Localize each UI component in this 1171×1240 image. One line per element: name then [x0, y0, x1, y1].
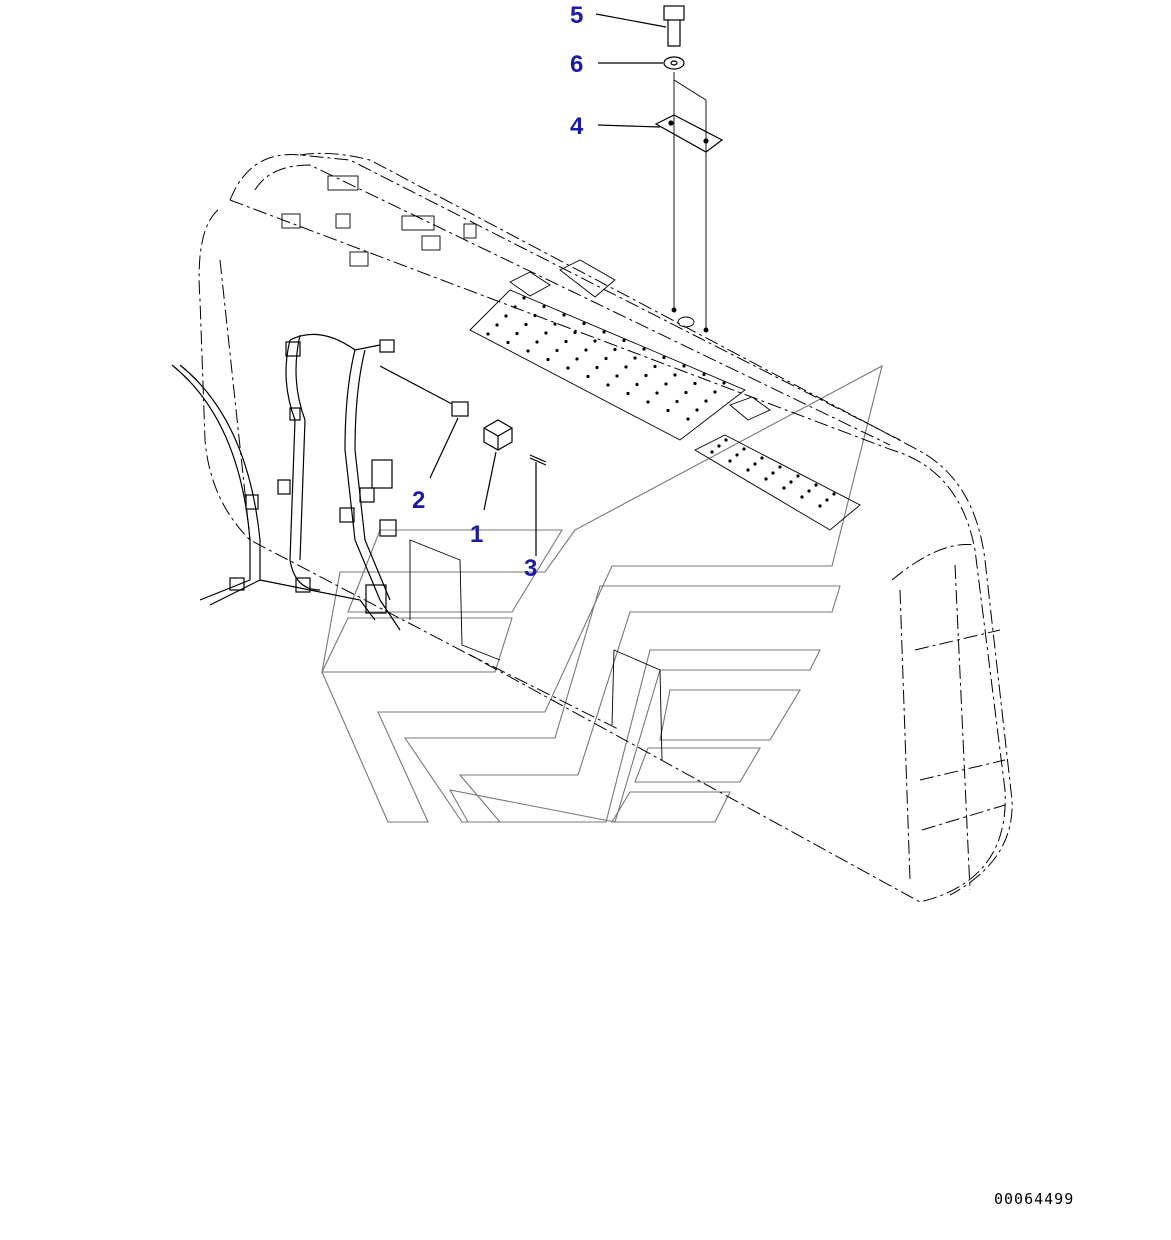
- perforation-dot: [722, 381, 726, 385]
- tank-body: [198, 152, 1013, 903]
- perforation-dot: [710, 450, 714, 454]
- perforation-dot: [686, 417, 690, 421]
- perforation-dot: [778, 465, 782, 469]
- perforation-dot: [606, 383, 610, 387]
- perforation-dot: [666, 408, 670, 413]
- perforation-dot: [717, 444, 721, 448]
- perforation-dot: [644, 373, 648, 378]
- perforation-dot: [595, 365, 599, 370]
- plate-part: [654, 114, 724, 153]
- perforation-dot: [604, 356, 608, 361]
- perforation-dot: [526, 349, 530, 353]
- perforation-dot: [553, 322, 557, 326]
- callout-washer: 6: [570, 51, 583, 78]
- perforation-dot: [546, 357, 550, 362]
- perforated-plates: [469, 289, 861, 531]
- perforation-dot: [535, 340, 539, 344]
- access-panels: [409, 539, 663, 761]
- perforation-dot: [522, 296, 526, 300]
- callout-bolt: 5: [570, 2, 583, 29]
- perforation-dot: [542, 304, 546, 309]
- perforation-dot: [513, 305, 517, 309]
- perforation-dot: [753, 462, 757, 466]
- perforation-dot: [642, 347, 646, 351]
- callout-plate: 4: [570, 113, 584, 140]
- perforation-dot: [622, 338, 626, 343]
- callout-clip: 2: [412, 487, 425, 514]
- drawing-number: 00064499: [994, 1190, 1074, 1208]
- perforation-dot: [626, 391, 630, 396]
- perforation-dot: [675, 399, 679, 404]
- wire-harness: [171, 333, 401, 631]
- perforation-dot: [586, 374, 590, 379]
- perforation-dot: [702, 372, 706, 377]
- perforation-dot: [533, 313, 537, 318]
- perforation-dot: [664, 382, 668, 386]
- perforation-dot: [504, 314, 508, 318]
- perforation-dot: [566, 366, 570, 370]
- perforation-dot: [515, 331, 519, 336]
- perforation-dot: [562, 313, 566, 317]
- watermark-logo: [321, 364, 883, 823]
- perforation-dot: [728, 459, 732, 463]
- perforation-dot: [789, 480, 793, 484]
- leader-lines: [429, 13, 667, 556]
- perforation-dot: [800, 495, 804, 499]
- perforation-dot: [582, 321, 586, 326]
- perforation-dot: [555, 348, 559, 353]
- perforation-dot: [695, 408, 699, 412]
- perforation-dot: [573, 330, 577, 335]
- perforation-dot: [782, 486, 786, 490]
- clip-part: [379, 365, 469, 417]
- perforation-dot: [544, 331, 548, 335]
- perforation-dot: [825, 498, 829, 502]
- perforation-dot: [495, 323, 499, 327]
- perforation-dot: [746, 468, 750, 472]
- pin-part: [529, 454, 547, 466]
- perforation-dot: [506, 340, 510, 345]
- perforation-dot: [807, 489, 811, 493]
- perforation-dot: [814, 483, 818, 487]
- bolt-part: [663, 5, 685, 47]
- callout-pin: 3: [524, 555, 537, 582]
- perforation-dot: [655, 391, 659, 395]
- callout-labels: 5 6 4 2 1 3: [412, 2, 584, 582]
- perforation-dot: [673, 373, 677, 377]
- perforation-dot: [653, 364, 657, 369]
- perforation-dot: [704, 399, 708, 403]
- perforation-dot: [771, 471, 775, 475]
- callout-block: 1: [470, 521, 483, 548]
- perforation-dot: [724, 438, 728, 442]
- perforation-dot: [742, 447, 746, 451]
- perforation-dot: [735, 453, 739, 457]
- perforation-dot: [593, 339, 597, 343]
- perforation-dot: [760, 456, 764, 460]
- perforation-dot: [602, 330, 606, 334]
- perforation-dot: [682, 364, 686, 368]
- perforation-dot: [584, 348, 588, 352]
- perforation-dot: [615, 374, 619, 378]
- perforation-dot: [832, 492, 836, 496]
- block-part: [483, 419, 513, 451]
- top-fittings: [281, 175, 771, 421]
- perforation-dot: [564, 339, 568, 344]
- perforation-dot: [633, 356, 637, 360]
- perforation-dot: [818, 504, 822, 508]
- perforation-dot: [486, 332, 490, 336]
- perforation-dot: [524, 322, 528, 327]
- perforation-dot: [613, 347, 617, 352]
- perforation-dot: [796, 474, 800, 478]
- perforation-dot: [662, 355, 666, 360]
- perforation-dot: [646, 400, 650, 404]
- perforation-dot: [764, 477, 768, 481]
- assembly-guide-lines: [671, 72, 709, 333]
- perforation-dot: [713, 390, 717, 394]
- perforation-dot: [693, 381, 697, 386]
- perforation-dot: [635, 382, 639, 387]
- perforation-dot: [575, 357, 579, 361]
- perforation-dot: [684, 390, 688, 395]
- perforation-dot: [624, 365, 628, 369]
- washer-part: [663, 56, 685, 70]
